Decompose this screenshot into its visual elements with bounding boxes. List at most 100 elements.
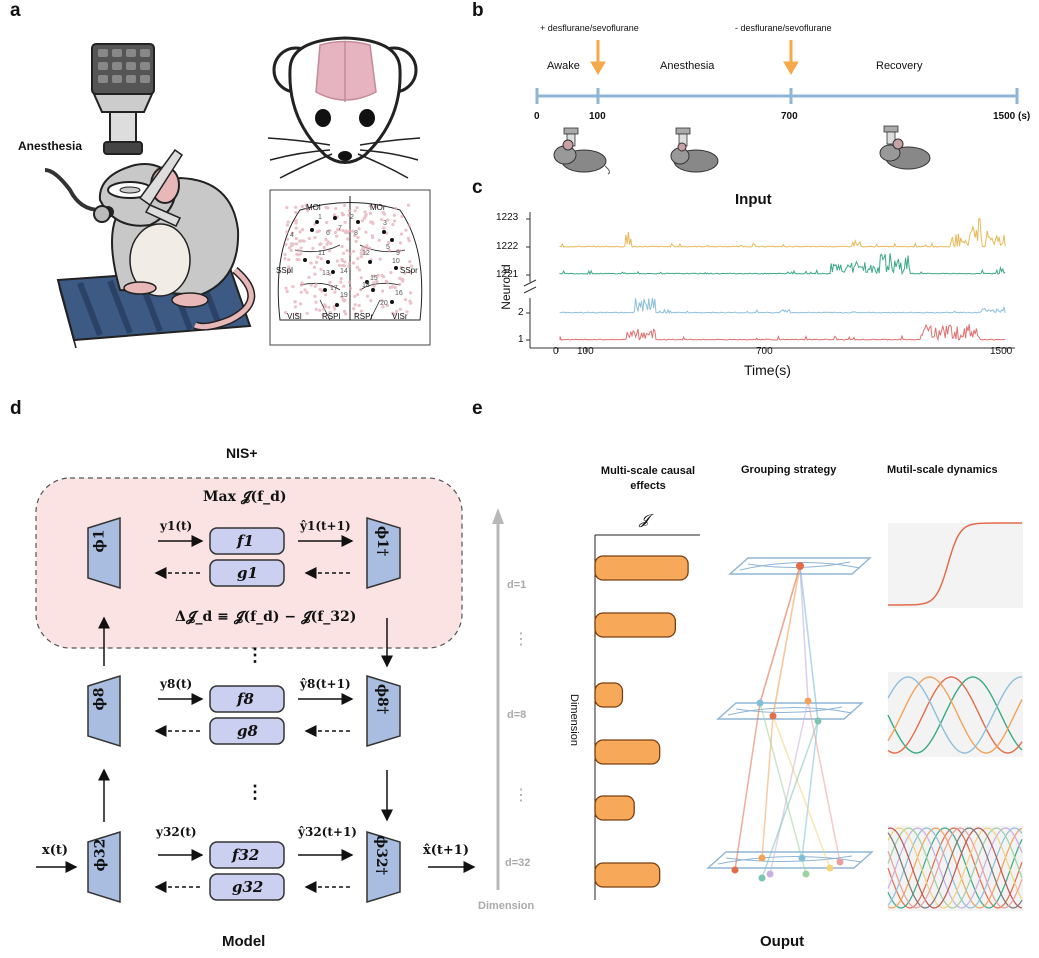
neuron-trace [559,323,1006,342]
j-axis-symbol: 𝓙 [639,512,649,528]
tick-100: 100 [589,111,606,122]
latent-y1: y1(t) [160,519,193,533]
atlas-number: 17 [330,285,338,292]
mouse-face-brain-icon [267,36,421,179]
ytick-1223: 1223 [496,212,519,223]
dynamics-curve [887,827,1023,909]
dynamics-curve [887,827,1023,909]
atlas-number: 15 [370,275,378,282]
input-x: x(t) [42,843,69,858]
atlas-number: 2 [350,214,354,221]
latent-yhat1: ŷ1(t+1) [300,519,351,533]
panel-letter-d: d [10,398,22,419]
dynamics-curve [888,522,1022,606]
ellipsis-dots: ⋮ [246,782,264,802]
dynamics-curve [887,827,1023,909]
xtick-100: 100 [577,346,594,357]
encoder-phi1: ϕ1 [91,529,108,553]
dim-label-d1: d=1 [507,579,527,591]
neuron-trace [559,217,1006,248]
mouse-microscope-icon [670,127,719,173]
ellipsis-dots: ⋮ [513,631,529,648]
atlas-label-visr: VISr [392,312,408,321]
dynamics-f8: f8 [237,690,254,708]
dynamics-curve [887,827,1023,909]
nis-plus-title: NIS+ [226,445,258,461]
brain-layer-plane [706,851,874,869]
decoder-phi32: ϕ32† [372,835,389,875]
ytick-1222: 1222 [496,241,519,252]
dynamics-curve [887,676,1023,754]
encoder-phi32: ϕ32 [92,838,109,872]
atlas-number: 3 [383,220,387,227]
atlas-number: 7 [338,225,342,232]
nis-model-diagram [35,477,476,904]
input-title: Input [735,191,772,208]
dynamics-f1: f1 [237,532,254,550]
atlas-number: 16 [395,290,403,297]
decoder-phi1: ϕ1† [374,525,391,557]
mouse-microscope-icon [553,127,610,175]
dim-label-d32: d=32 [505,857,531,869]
cortex-atlas-map [269,189,431,346]
tick-1500: 1500 (s) [993,111,1031,122]
group-node [766,870,774,878]
ellipsis-dots: ⋮ [246,645,264,665]
latent-y8: y8(t) [160,677,193,691]
atlas-number: 5 [386,244,390,251]
atlas-number: 8 [354,230,358,237]
atlas-label-sspr: SSpr [400,266,418,275]
atlas-label-mol: MOl [306,203,321,212]
causal-effect-bar [594,682,624,708]
atlas-number: 4 [290,232,294,239]
causal-effect-bar [594,795,635,821]
xtick-700: 700 [756,346,773,357]
ytick-1221: 1221 [496,269,519,280]
objective-label: Max 𝓙(f_d) [203,489,287,505]
microscope-icon [91,43,155,155]
phase-anesthesia: Anesthesia [660,60,715,72]
phase-awake: Awake [547,60,580,72]
atlas-label-visl: VISl [287,312,302,321]
dynamics-curve [887,676,1023,754]
atlas-number: 20 [380,300,388,307]
dynamics-curve [887,676,1023,754]
xtick-0: 0 [553,346,559,357]
reverse-g32: g32 [232,878,264,896]
encoder-phi8: ϕ8 [91,687,108,711]
group-node [836,858,844,866]
dynamics-curve [887,827,1023,909]
atlas-number: 6 [326,230,330,237]
decoder-trapezoid [366,516,401,904]
panel-a-illustration [44,36,431,349]
neuron-trace [559,297,1006,314]
group-node [814,717,822,725]
atlas-label-mor: MOr [370,203,386,212]
grouping-title: Grouping strategy [741,464,837,476]
latent-yhat8: ŷ8(t+1) [300,677,351,691]
latent-yhat32: ŷ32(t+1) [298,825,357,839]
dynamics-curve [887,676,1023,754]
output-caption: Ouput [760,933,805,950]
group-node [796,562,804,570]
atlas-number: 12 [362,250,370,257]
latent-y32: y32(t) [156,825,197,839]
group-node [826,864,834,872]
causal-effect-bar [594,739,661,765]
atlas-number: 11 [318,250,326,257]
dynamics-plot-bg [888,523,1023,608]
atlas-number: 14 [340,268,348,275]
panel-b-timeline [535,40,1019,175]
ytick-1: 1 [518,334,524,345]
xtick-1500: 1500 [990,346,1013,357]
group-node [758,874,766,882]
tick-0: 0 [534,111,540,122]
neuron-trace [559,253,1006,276]
decoder-phi8: ϕ8† [374,683,391,715]
dim-label-d8: d=8 [507,709,527,721]
ellipsis-dots: ⋮ [513,787,529,804]
atlas-label-rspr: RSPr [354,312,374,321]
arrow-down-icon [590,40,606,75]
panel-letter-a: a [10,0,21,21]
reverse-g8: g8 [237,722,258,740]
